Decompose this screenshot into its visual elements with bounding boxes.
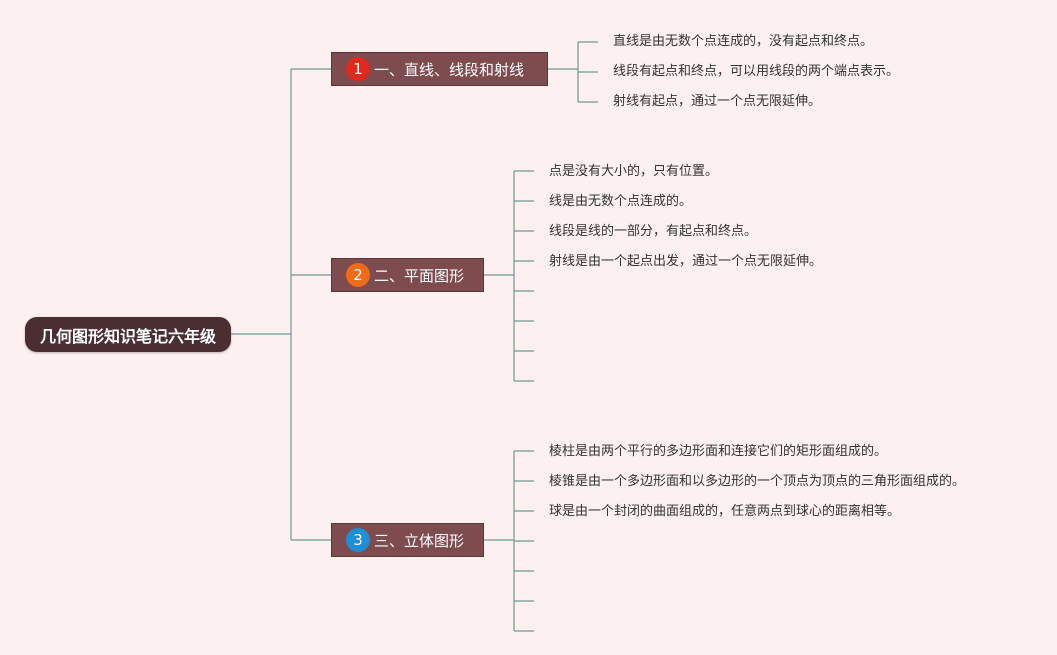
leaf-1-1[interactable]: 直线是由无数个点连成的，没有起点和终点。 [613,34,874,49]
branch-node-3[interactable]: 3 三、立体图形 [331,523,484,557]
leaf-3-3[interactable]: 球是由一个封闭的曲面组成的，任意两点到球心的距离相等。 [549,504,901,519]
leaf-2-2[interactable]: 线是由无数个点连成的。 [549,194,693,209]
number-badge-2: 2 [346,263,370,287]
number-badge-3: 3 [346,528,370,552]
leaf-3-1[interactable]: 棱柱是由两个平行的多边形面和连接它们的矩形面组成的。 [549,444,888,459]
branch-label-1: 一、直线、线段和射线 [374,60,525,79]
leaf-1-2[interactable]: 线段有起点和终点，可以用线段的两个端点表示。 [613,64,900,79]
leaf-1-3[interactable]: 射线有起点，通过一个点无限延伸。 [613,94,822,109]
leaf-3-2[interactable]: 棱锥是由一个多边形面和以多边形的一个顶点为顶点的三角形面组成的。 [549,474,966,489]
root-node[interactable]: 几何图形知识笔记六年级 [25,317,231,352]
branch-node-1[interactable]: 1 一、直线、线段和射线 [331,52,548,86]
number-badge-1: 1 [346,57,370,81]
leaf-2-1[interactable]: 点是没有大小的，只有位置。 [549,164,719,179]
leaf-2-3[interactable]: 线段是线的一部分，有起点和终点。 [549,224,758,239]
branch-node-2[interactable]: 2 二、平面图形 [331,258,484,292]
leaf-2-4[interactable]: 射线是由一个起点出发，通过一个点无限延伸。 [549,254,823,269]
branch-label-3: 三、立体图形 [374,531,465,550]
root-label: 几何图形知识笔记六年级 [39,326,216,346]
branch-label-2: 二、平面图形 [374,266,465,285]
